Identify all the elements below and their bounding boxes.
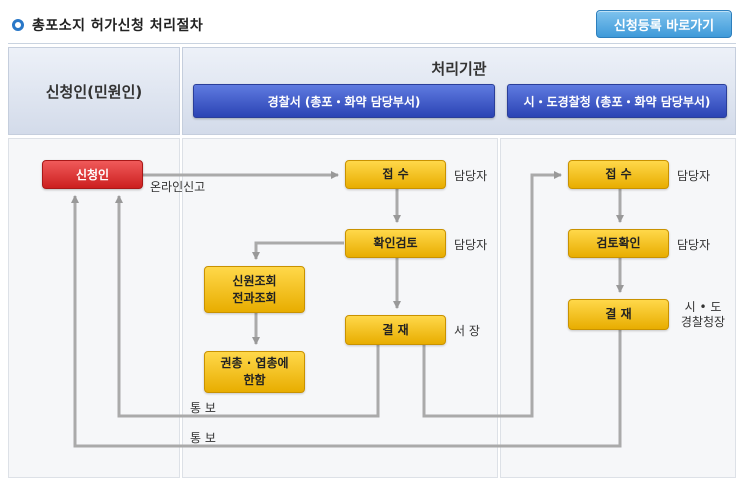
agency-title: 처리기관 — [431, 60, 487, 78]
station-review-box: 확인검토 — [345, 229, 446, 258]
header-divider — [8, 43, 736, 44]
station-approve-by: 서 장 — [454, 324, 480, 338]
arrow-approve-to-metro — [422, 171, 562, 418]
page-title: 총포소지 허가신청 처리절차 — [32, 18, 204, 34]
inquiry-line-2: 전과조회 — [232, 290, 277, 305]
station-approve-box: 결 재 — [345, 315, 446, 345]
arrow-metro-notify — [71, 195, 622, 448]
register-shortcut-button[interactable]: 신청등록 바로가기 — [596, 10, 732, 38]
notify-label-1: 통 보 — [190, 401, 216, 415]
applicant-column-header: 신청인(민원인) — [8, 47, 180, 135]
notice-line-2: 한함 — [243, 373, 266, 387]
arrow-station-notify — [115, 195, 380, 418]
identity-inquiry-box: 신원조회 전과조회 — [204, 266, 305, 313]
metro-review-box: 검토확인 — [568, 229, 669, 258]
applicant-column-body — [8, 138, 180, 478]
station-receive-by: 담당자 — [454, 169, 488, 183]
metro-police-button[interactable]: 시・도경찰청 (총포・화약 담당부서) — [507, 84, 727, 118]
metro-approve-by-line-2: 경찰청장 — [680, 315, 726, 329]
metro-review-by: 담당자 — [677, 238, 711, 252]
bullet-icon — [12, 19, 24, 31]
notify-label-2: 통 보 — [190, 431, 216, 445]
online-report-label: 온라인신고 — [150, 180, 206, 194]
metro-approve-box: 결 재 — [568, 299, 669, 330]
notice-line-1: 권총 · 엽총에 — [220, 356, 289, 370]
station-receive-box: 접 수 — [345, 160, 446, 189]
metro-receive-box: 접 수 — [568, 160, 669, 189]
station-review-by: 담당자 — [454, 238, 488, 252]
metro-approve-by: 시 • 도 경찰청장 — [672, 300, 734, 330]
firearm-notice-box: 권총 · 엽총에 한함 — [204, 351, 305, 393]
metro-approve-by-line-1: 시 • 도 — [684, 300, 722, 314]
agency-column-header: 처리기관 경찰서 (총포・화약 담당부서) 시・도경찰청 (총포・화약 담당부서… — [182, 47, 736, 135]
police-station-button[interactable]: 경찰서 (총포・화약 담당부서) — [193, 84, 495, 118]
arrow-review-to-inquiry — [252, 241, 344, 260]
inquiry-line-1: 신원조회 — [232, 273, 277, 288]
title-row: 총포소지 허가신청 처리절차 — [12, 12, 203, 38]
metro-receive-by: 담당자 — [677, 169, 711, 183]
applicant-box: 신청인 — [42, 160, 143, 189]
